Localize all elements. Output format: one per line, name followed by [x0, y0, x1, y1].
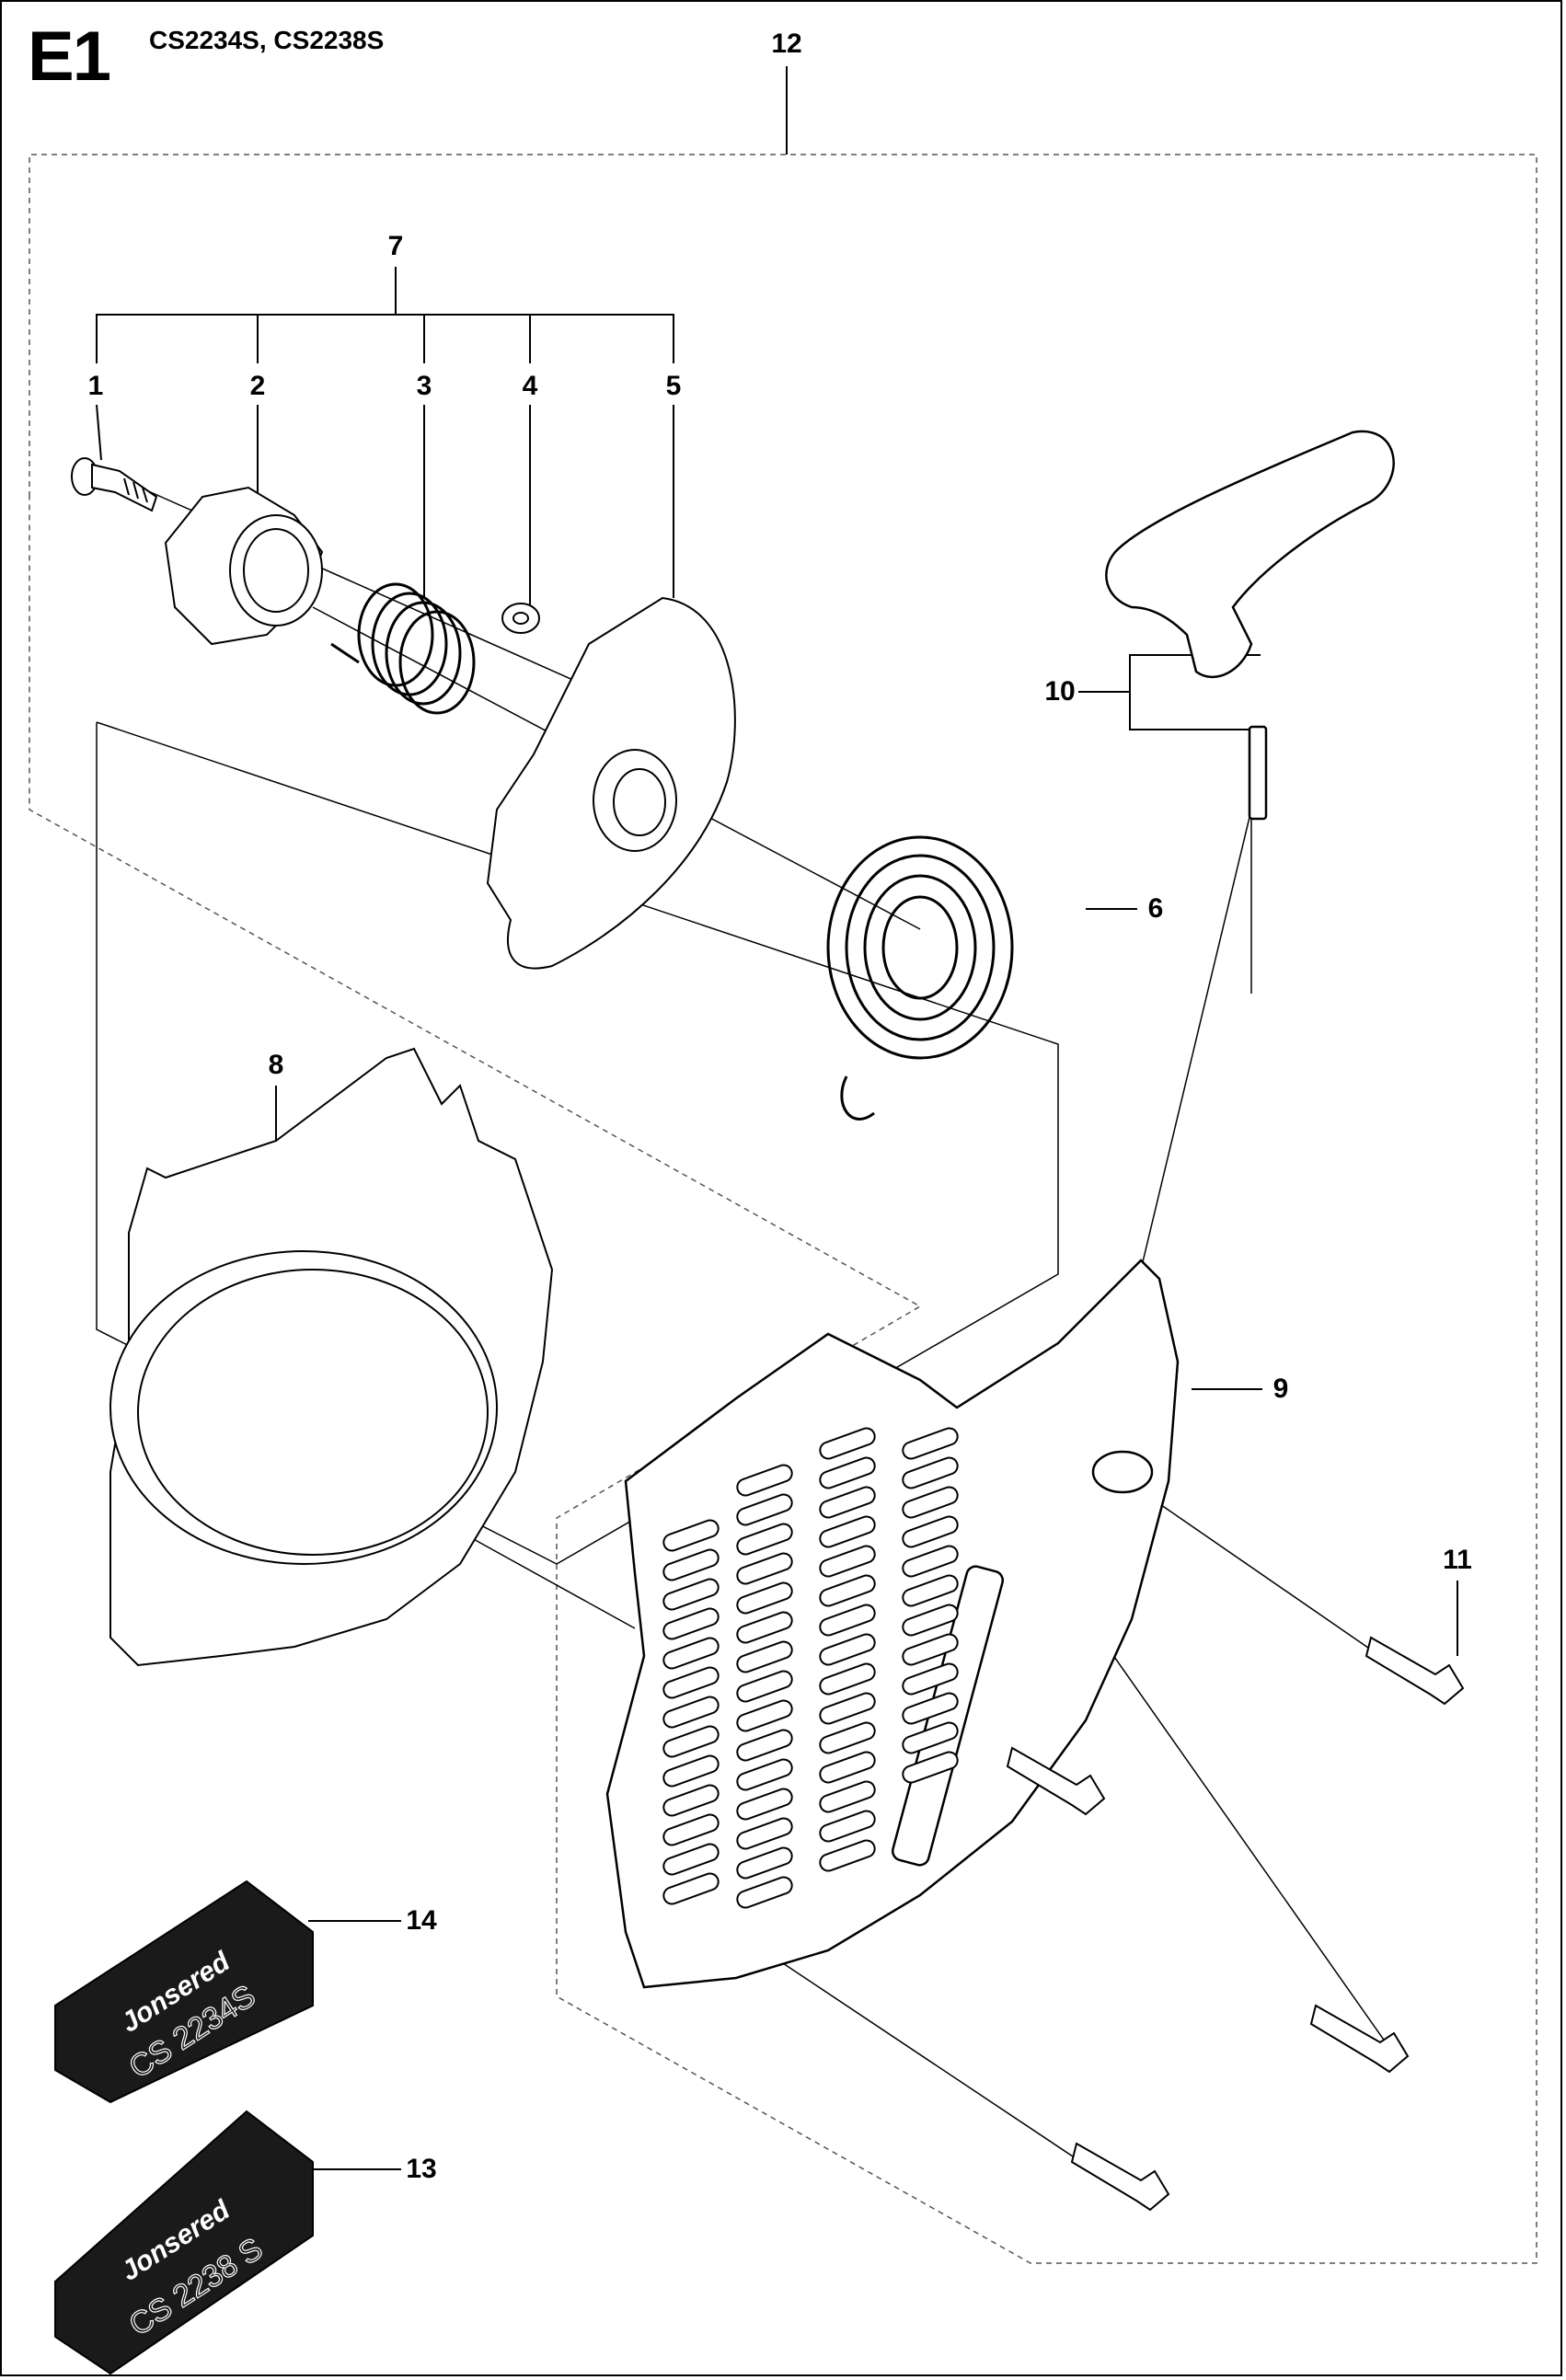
grille-slot — [902, 1662, 959, 1696]
grille-slot — [819, 1780, 876, 1813]
grille-slot — [662, 1725, 720, 1758]
grille-slot — [662, 1519, 720, 1552]
grille-slot — [736, 1552, 793, 1585]
part-1-screw — [71, 457, 158, 512]
leader-lines — [96, 66, 1458, 2170]
grille-slot — [736, 1788, 793, 1821]
model-list: CS2234S, CS2238S — [149, 26, 385, 54]
grille-slot — [902, 1604, 959, 1637]
grille-slot — [662, 1548, 720, 1581]
grille-slot — [736, 1670, 793, 1703]
callout-14: 14 — [406, 1905, 437, 1936]
section-code: E1 — [28, 17, 111, 96]
callout-6: 6 — [1147, 893, 1164, 924]
part-6-recoil-spring — [826, 835, 1014, 1121]
callout-10: 10 — [1044, 676, 1076, 707]
grille-slot — [819, 1662, 876, 1696]
grille-slot — [819, 1427, 876, 1460]
grille-slot — [902, 1751, 959, 1784]
grille-slot — [662, 1872, 720, 1905]
grille-slot — [662, 1666, 720, 1699]
grille-slot — [736, 1611, 793, 1644]
grille-slot — [819, 1692, 876, 1725]
part-5-disc — [486, 596, 736, 970]
grille-slot — [662, 1578, 720, 1611]
grille-slot — [736, 1699, 793, 1732]
grille-slot — [819, 1633, 876, 1666]
grille-slot — [736, 1758, 793, 1791]
callout-7: 7 — [387, 231, 404, 261]
grille-slot — [662, 1813, 720, 1846]
grille-slot — [736, 1640, 793, 1673]
grille-slot — [902, 1427, 959, 1460]
part-3-spring — [330, 582, 476, 715]
part-11-screws — [1006, 1636, 1465, 2212]
grille-slot — [819, 1456, 876, 1489]
grille-slot — [819, 1751, 876, 1784]
grille-slot — [819, 1515, 876, 1548]
grille-slot — [902, 1574, 959, 1607]
grille-slot — [662, 1637, 720, 1670]
grille-slot — [902, 1515, 959, 1548]
grille-slot — [902, 1486, 959, 1519]
grille-slot — [736, 1729, 793, 1762]
assembly-boundary-12 — [29, 154, 1537, 2264]
callout-12: 12 — [771, 29, 802, 59]
grille-slot — [662, 1754, 720, 1788]
grille-slot — [819, 1810, 876, 1843]
grille-slot — [736, 1493, 793, 1526]
grille-slot — [736, 1581, 793, 1615]
grille-slot — [902, 1633, 959, 1666]
grille-slot — [819, 1545, 876, 1578]
grille-slot — [736, 1817, 793, 1850]
grille-slot — [819, 1604, 876, 1637]
callout-8: 8 — [268, 1050, 284, 1080]
part-10-starter-handle — [1105, 430, 1395, 821]
part-2-pulley — [164, 486, 324, 646]
cover-grille-slots — [662, 1427, 959, 1909]
grille-slot — [819, 1486, 876, 1519]
callout-5: 5 — [665, 371, 682, 401]
part-8-fan-housing — [109, 1047, 554, 1667]
decal-14: Jonsered CS 2234S — [54, 1880, 314, 2104]
callout-9: 9 — [1272, 1374, 1289, 1404]
callout-4: 4 — [522, 371, 538, 401]
callout-3: 3 — [416, 371, 432, 401]
grille-slot — [736, 1464, 793, 1497]
grille-slot — [662, 1784, 720, 1817]
grille-slot — [902, 1721, 959, 1754]
part-4-washer — [501, 603, 540, 634]
callout-11: 11 — [1443, 1545, 1472, 1575]
grille-slot — [662, 1696, 720, 1729]
grille-slot — [819, 1574, 876, 1607]
grille-slot — [902, 1545, 959, 1578]
callout-2: 2 — [249, 371, 266, 401]
callout-1: 1 — [87, 371, 104, 401]
grille-slot — [736, 1876, 793, 1909]
decal-13: Jonsered CS 2238 S — [54, 2110, 314, 2375]
grille-slot — [902, 1692, 959, 1725]
grille-slot — [736, 1846, 793, 1880]
grille-slot — [902, 1456, 959, 1489]
callout-13: 13 — [406, 2154, 437, 2184]
grille-slot — [819, 1839, 876, 1872]
grille-slot — [819, 1721, 876, 1754]
grille-slot — [662, 1843, 720, 1876]
grille-slot — [736, 1523, 793, 1556]
grille-slot — [662, 1607, 720, 1640]
